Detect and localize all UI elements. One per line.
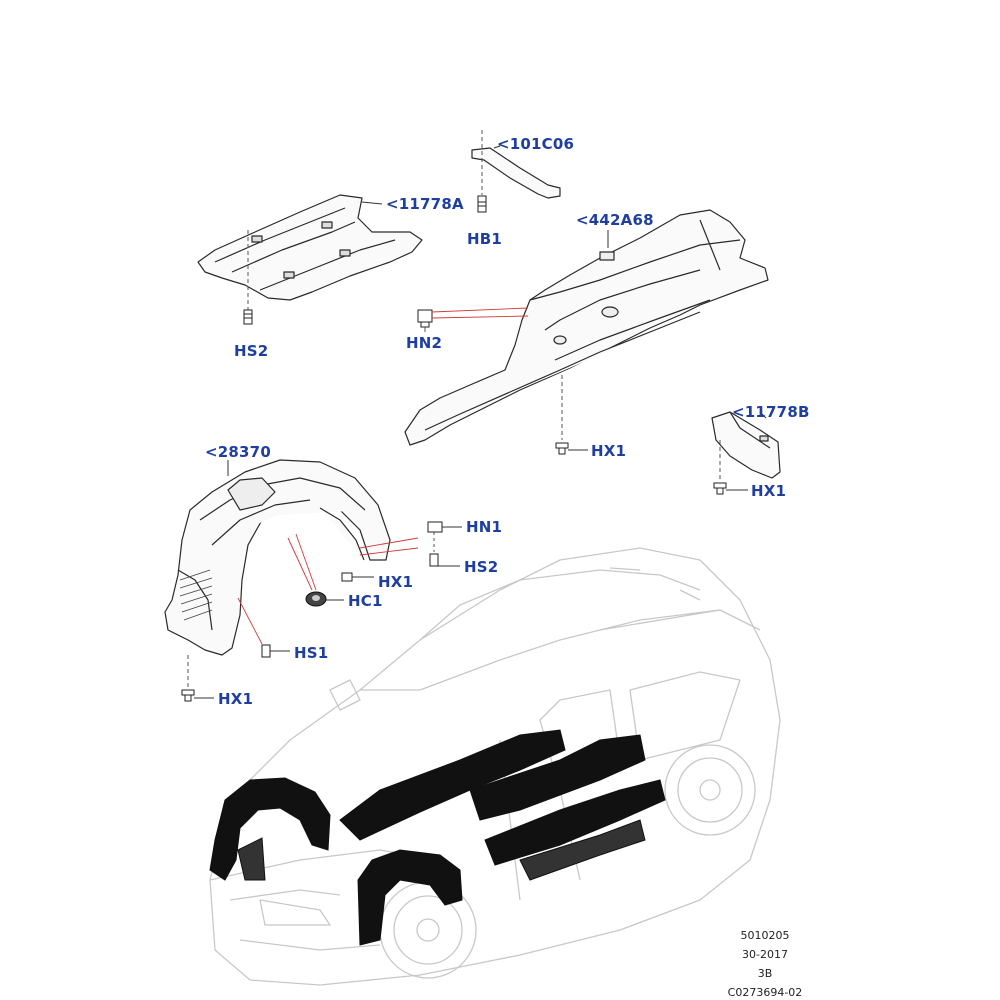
callout-hc1: HC1 <box>348 592 383 610</box>
fastener-hb1 <box>477 130 487 213</box>
callout-hs2-mid: HS2 <box>464 558 499 576</box>
callout-hn1: HN1 <box>466 518 503 536</box>
doc-ref-line4: C0273694-02 <box>727 986 803 999</box>
callout-hb1: HB1 <box>467 230 503 248</box>
fastener-hs2-mid <box>429 553 460 567</box>
callout-hx1-tray: HX1 <box>591 442 627 460</box>
callout-hn2: HN2 <box>406 334 443 352</box>
leader-lines-liner <box>237 533 419 645</box>
fastener-hx1-bracket <box>713 440 748 495</box>
doc-ref-line2: 30-2017 <box>742 948 788 961</box>
vehicle-outline <box>209 547 781 986</box>
fastener-hc1 <box>305 591 344 607</box>
fastener-hn1 <box>427 521 462 552</box>
part-11778b-bracket <box>711 411 781 479</box>
callout-11778b: <11778B <box>732 403 810 421</box>
callout-hx1-mid: HX1 <box>378 573 414 591</box>
fastener-hx1-mid <box>341 572 374 582</box>
fastener-hs1 <box>261 644 290 658</box>
vehicle-highlighted-parts <box>209 729 666 946</box>
callout-442a68: <442A68 <box>576 211 654 229</box>
callout-28370: <28370 <box>205 443 271 461</box>
fastener-hx1-bottom <box>181 655 214 702</box>
part-442a68-under-tray <box>404 209 769 446</box>
callout-hs1: HS1 <box>294 644 329 662</box>
fastener-hn2 <box>417 307 529 332</box>
callout-hx1-bracket: HX1 <box>751 482 787 500</box>
fastener-hs2-top <box>243 230 253 325</box>
callout-hx1-bottom: HX1 <box>218 690 254 708</box>
part-11778a-shield <box>197 194 423 301</box>
doc-ref-line3: 3B <box>757 967 773 980</box>
part-101c06-bracket <box>471 147 561 199</box>
callout-leaders <box>227 145 767 476</box>
callout-11778a: <11778A <box>386 195 464 213</box>
callout-101c06: <101C06 <box>497 135 575 153</box>
doc-ref-line1: 5010205 <box>740 929 790 942</box>
part-28370-wheel-arch-liner <box>164 459 391 656</box>
fastener-hx1-tray <box>555 375 588 455</box>
callout-hs2-top: HS2 <box>234 342 269 360</box>
